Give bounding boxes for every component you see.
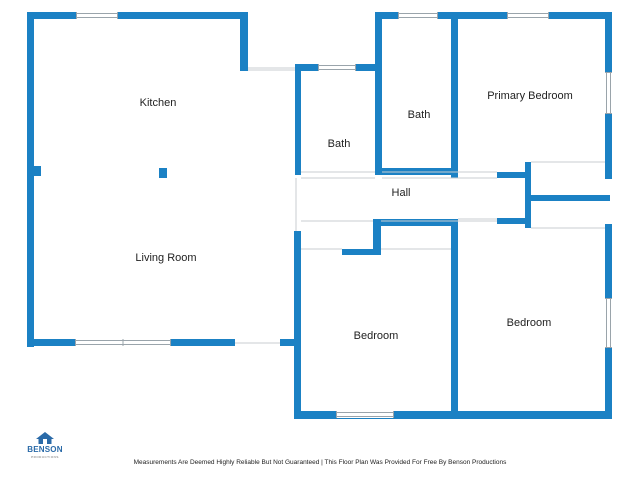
window [605,72,612,114]
logo-name: BENSON [27,445,63,454]
room-label-living-room: Living Room [135,252,197,264]
wall-segment [27,12,34,347]
window [318,64,356,71]
room-label-bedroom-right: Bedroom [506,317,552,329]
wall-segment [451,219,458,419]
room-label-primary-bedroom: Primary Bedroom [487,90,573,102]
window [336,411,394,418]
room-label-hall: Hall [391,187,411,199]
room-label-bath-upper: Bath [407,109,431,121]
windows [75,12,612,418]
house-icon [36,432,54,444]
room-label-bath-small: Bath [327,138,351,150]
window [76,12,118,19]
window [605,298,612,348]
walls [27,12,612,419]
wall-segment [27,12,248,19]
wall-segment [451,12,458,178]
wall-segment [294,231,301,419]
wall-segment [497,172,528,178]
wall-segment [295,64,301,175]
benson-logo: BENSON PRODUCTIONS [18,432,72,462]
wall-segment [342,249,378,255]
room-label-bedroom-lower: Bedroom [353,330,399,342]
wall-segment [240,12,248,71]
wall-segment [34,166,41,176]
wall-segment [525,195,610,201]
wall-segment [373,219,381,255]
wall-segment [280,339,301,346]
window [398,12,438,19]
wall-segment [375,12,612,19]
wall-segment [373,219,458,226]
door-openings [235,67,605,344]
logo-tagline: PRODUCTIONS [31,455,59,459]
room-label-kitchen: Kitchen [139,97,177,109]
wall-segment [497,218,531,224]
wall-segment [375,12,382,175]
window [507,12,549,19]
footer-disclaimer: Measurements Are Deemed Highly Reliable … [133,459,507,466]
wall-segment [159,168,167,178]
